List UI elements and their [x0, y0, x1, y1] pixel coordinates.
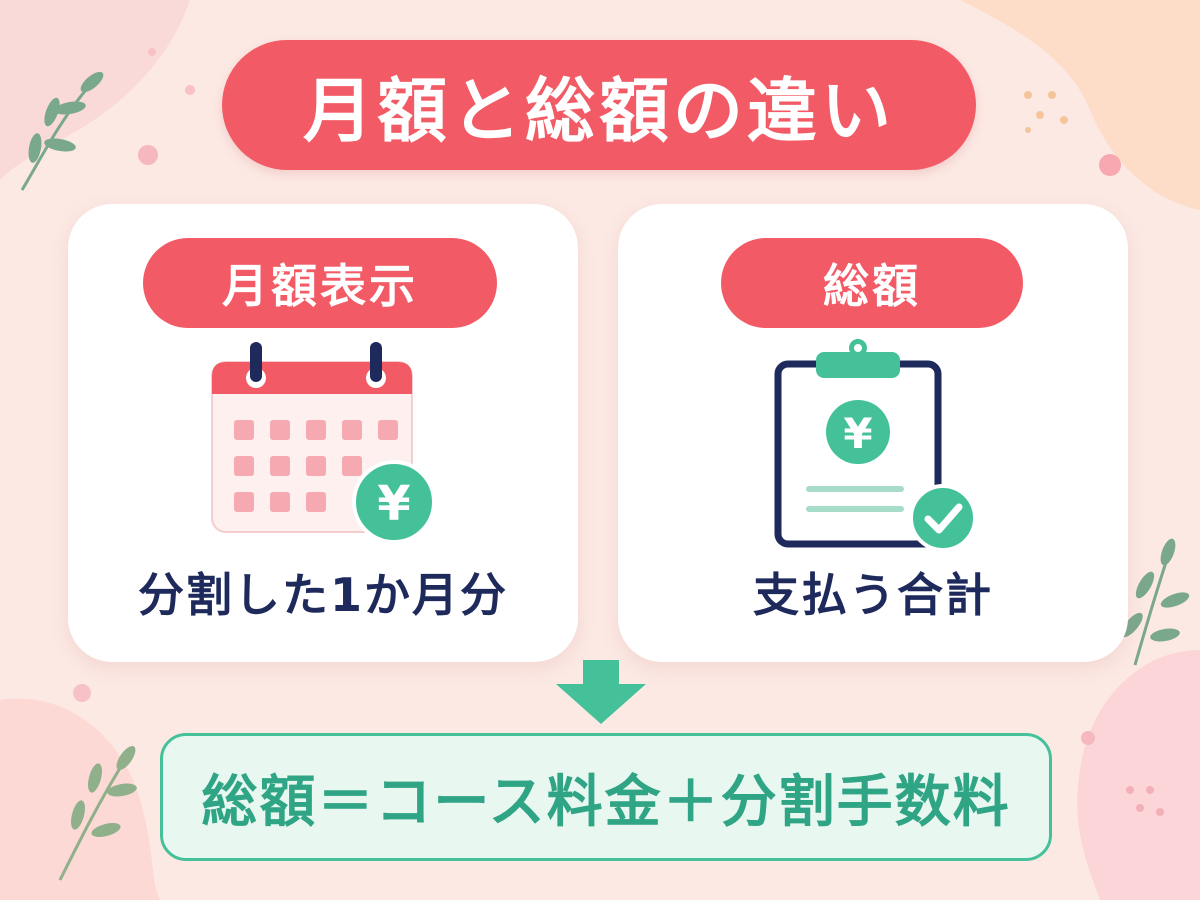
calendar-yen-icon: ¥: [211, 342, 436, 542]
clipboard-yen-check-icon: ¥: [774, 339, 977, 551]
yen-symbol: ¥: [843, 409, 872, 458]
card-monthly-label: 月額表示: [143, 238, 497, 328]
card-monthly-label-text: 月額表示: [222, 259, 418, 313]
title-banner: 月額と総額の違い: [222, 40, 976, 170]
formula-box: 総額＝コース料金＋分割手数料: [160, 733, 1052, 861]
leaf-sprig-bottom-left: [58, 746, 137, 881]
leaf-sprig-top-left: [20, 71, 104, 191]
down-arrow-icon: [556, 660, 646, 724]
title-text: 月額と総額の違い: [303, 69, 895, 152]
card-monthly-caption: 分割した1か月分: [137, 568, 508, 622]
card-total: 総額 ¥ 支払う合計: [618, 204, 1128, 662]
yen-symbol: ¥: [377, 476, 410, 532]
card-total-caption: 支払う合計: [753, 568, 993, 622]
formula-text: 総額＝コース料金＋分割手数料: [201, 769, 1011, 835]
card-monthly: 月額表示 ¥ 分割した1か月分: [68, 204, 578, 662]
leaf-sprig-right: [1121, 538, 1190, 666]
card-total-label-text: 総額: [823, 259, 921, 313]
card-total-label: 総額: [721, 238, 1023, 328]
